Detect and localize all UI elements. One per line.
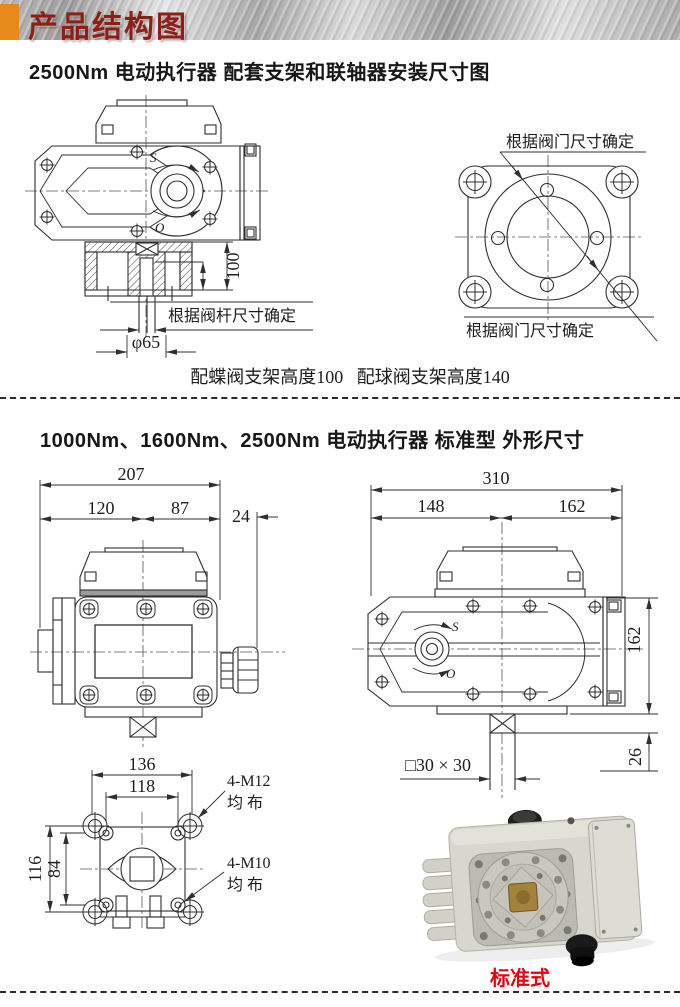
dim-shaft-30x30: □30 × 30 <box>405 755 471 775</box>
dim-118: 118 <box>129 776 155 796</box>
section2-title: 1000Nm、1600Nm、2500Nm 电动执行器 标准型 外形尺寸 <box>40 430 585 452</box>
dim-162-top: 162 <box>559 496 586 516</box>
dim-116: 116 <box>25 856 45 882</box>
drawing-actuator-bracket-view: S O <box>25 95 313 358</box>
section1-title: 2500Nm 电动执行器 配套支架和联轴器安装尺寸图 <box>29 62 490 84</box>
dim-162-right: 162 <box>624 627 644 654</box>
dim-136: 136 <box>129 754 156 774</box>
o-mark: O <box>155 220 165 235</box>
header-banner: 产品结构图 <box>0 0 680 44</box>
dim-87: 87 <box>171 498 189 518</box>
dim-120: 120 <box>88 498 115 518</box>
dim-310: 310 <box>483 468 510 488</box>
o-mark-side: O <box>446 666 456 681</box>
bottom-divider <box>0 991 680 993</box>
flange-note-top: 根据阀门尺寸确定 <box>506 133 634 151</box>
drawing-side-view: 310 148 162 S O <box>352 468 658 798</box>
section-divider <box>0 397 680 399</box>
product-photo <box>422 809 655 967</box>
page-title: 产品结构图 <box>28 11 188 44</box>
label-4-m12: 4-M12 <box>227 773 271 790</box>
photo-shadow <box>435 938 655 962</box>
dim-phi65: φ65 <box>132 332 160 352</box>
dim-148: 148 <box>418 496 445 516</box>
label-4-m10-note: 均 布 <box>227 876 263 894</box>
dim-100: 100 <box>223 253 243 280</box>
flange-note-bottom: 根据阀门尺寸确定 <box>466 322 594 340</box>
terminal-cover <box>587 818 643 940</box>
header-accent-block <box>0 4 19 40</box>
dim-207: 207 <box>118 464 145 484</box>
s-mark-side: S <box>452 619 459 634</box>
dim-26: 26 <box>625 748 645 766</box>
drawing-mounting-flange-view: 根据阀门尺寸确定 根据阀门尺寸确定 <box>455 133 658 342</box>
label-4-m12-note: 均 布 <box>227 794 263 812</box>
section1-caption: 配蝶阀支架高度100 配球阀支架高度140 <box>190 367 510 387</box>
stem-note: 根据阀杆尺寸确定 <box>168 307 296 325</box>
bracket-dimensions <box>96 241 313 358</box>
label-4-m10: 4-M10 <box>227 855 271 872</box>
photo-caption: 标准式 <box>490 968 550 990</box>
dim-84: 84 <box>44 860 64 878</box>
drawing-front-view: 207 120 87 24 <box>30 464 285 748</box>
dim-24: 24 <box>232 506 250 526</box>
s-mark: S <box>150 150 157 165</box>
centerlines <box>25 95 270 341</box>
drawing-bottom-view: 136 118 116 84 4-M12 <box>25 754 271 929</box>
